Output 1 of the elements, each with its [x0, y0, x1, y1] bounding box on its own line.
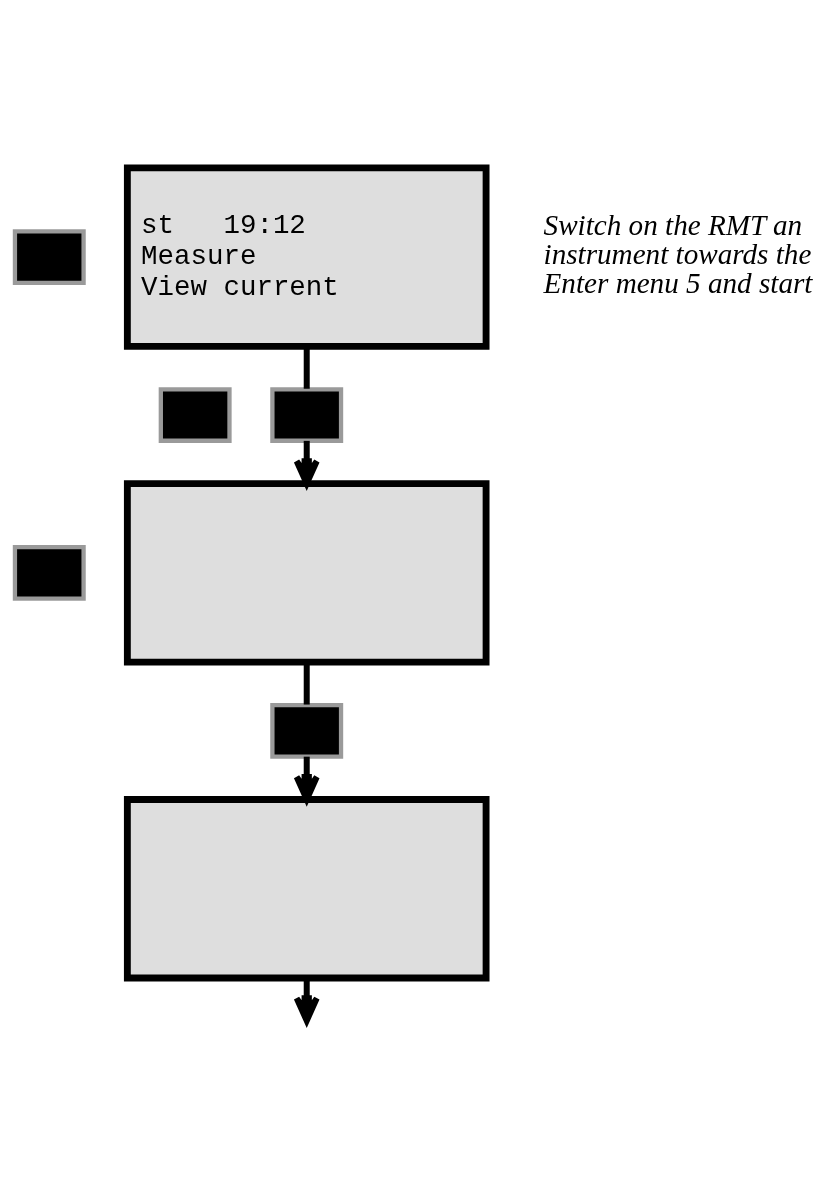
node-label: Switch on the RMT an instrument towards the Enter menu 5 and start [543, 208, 813, 300]
